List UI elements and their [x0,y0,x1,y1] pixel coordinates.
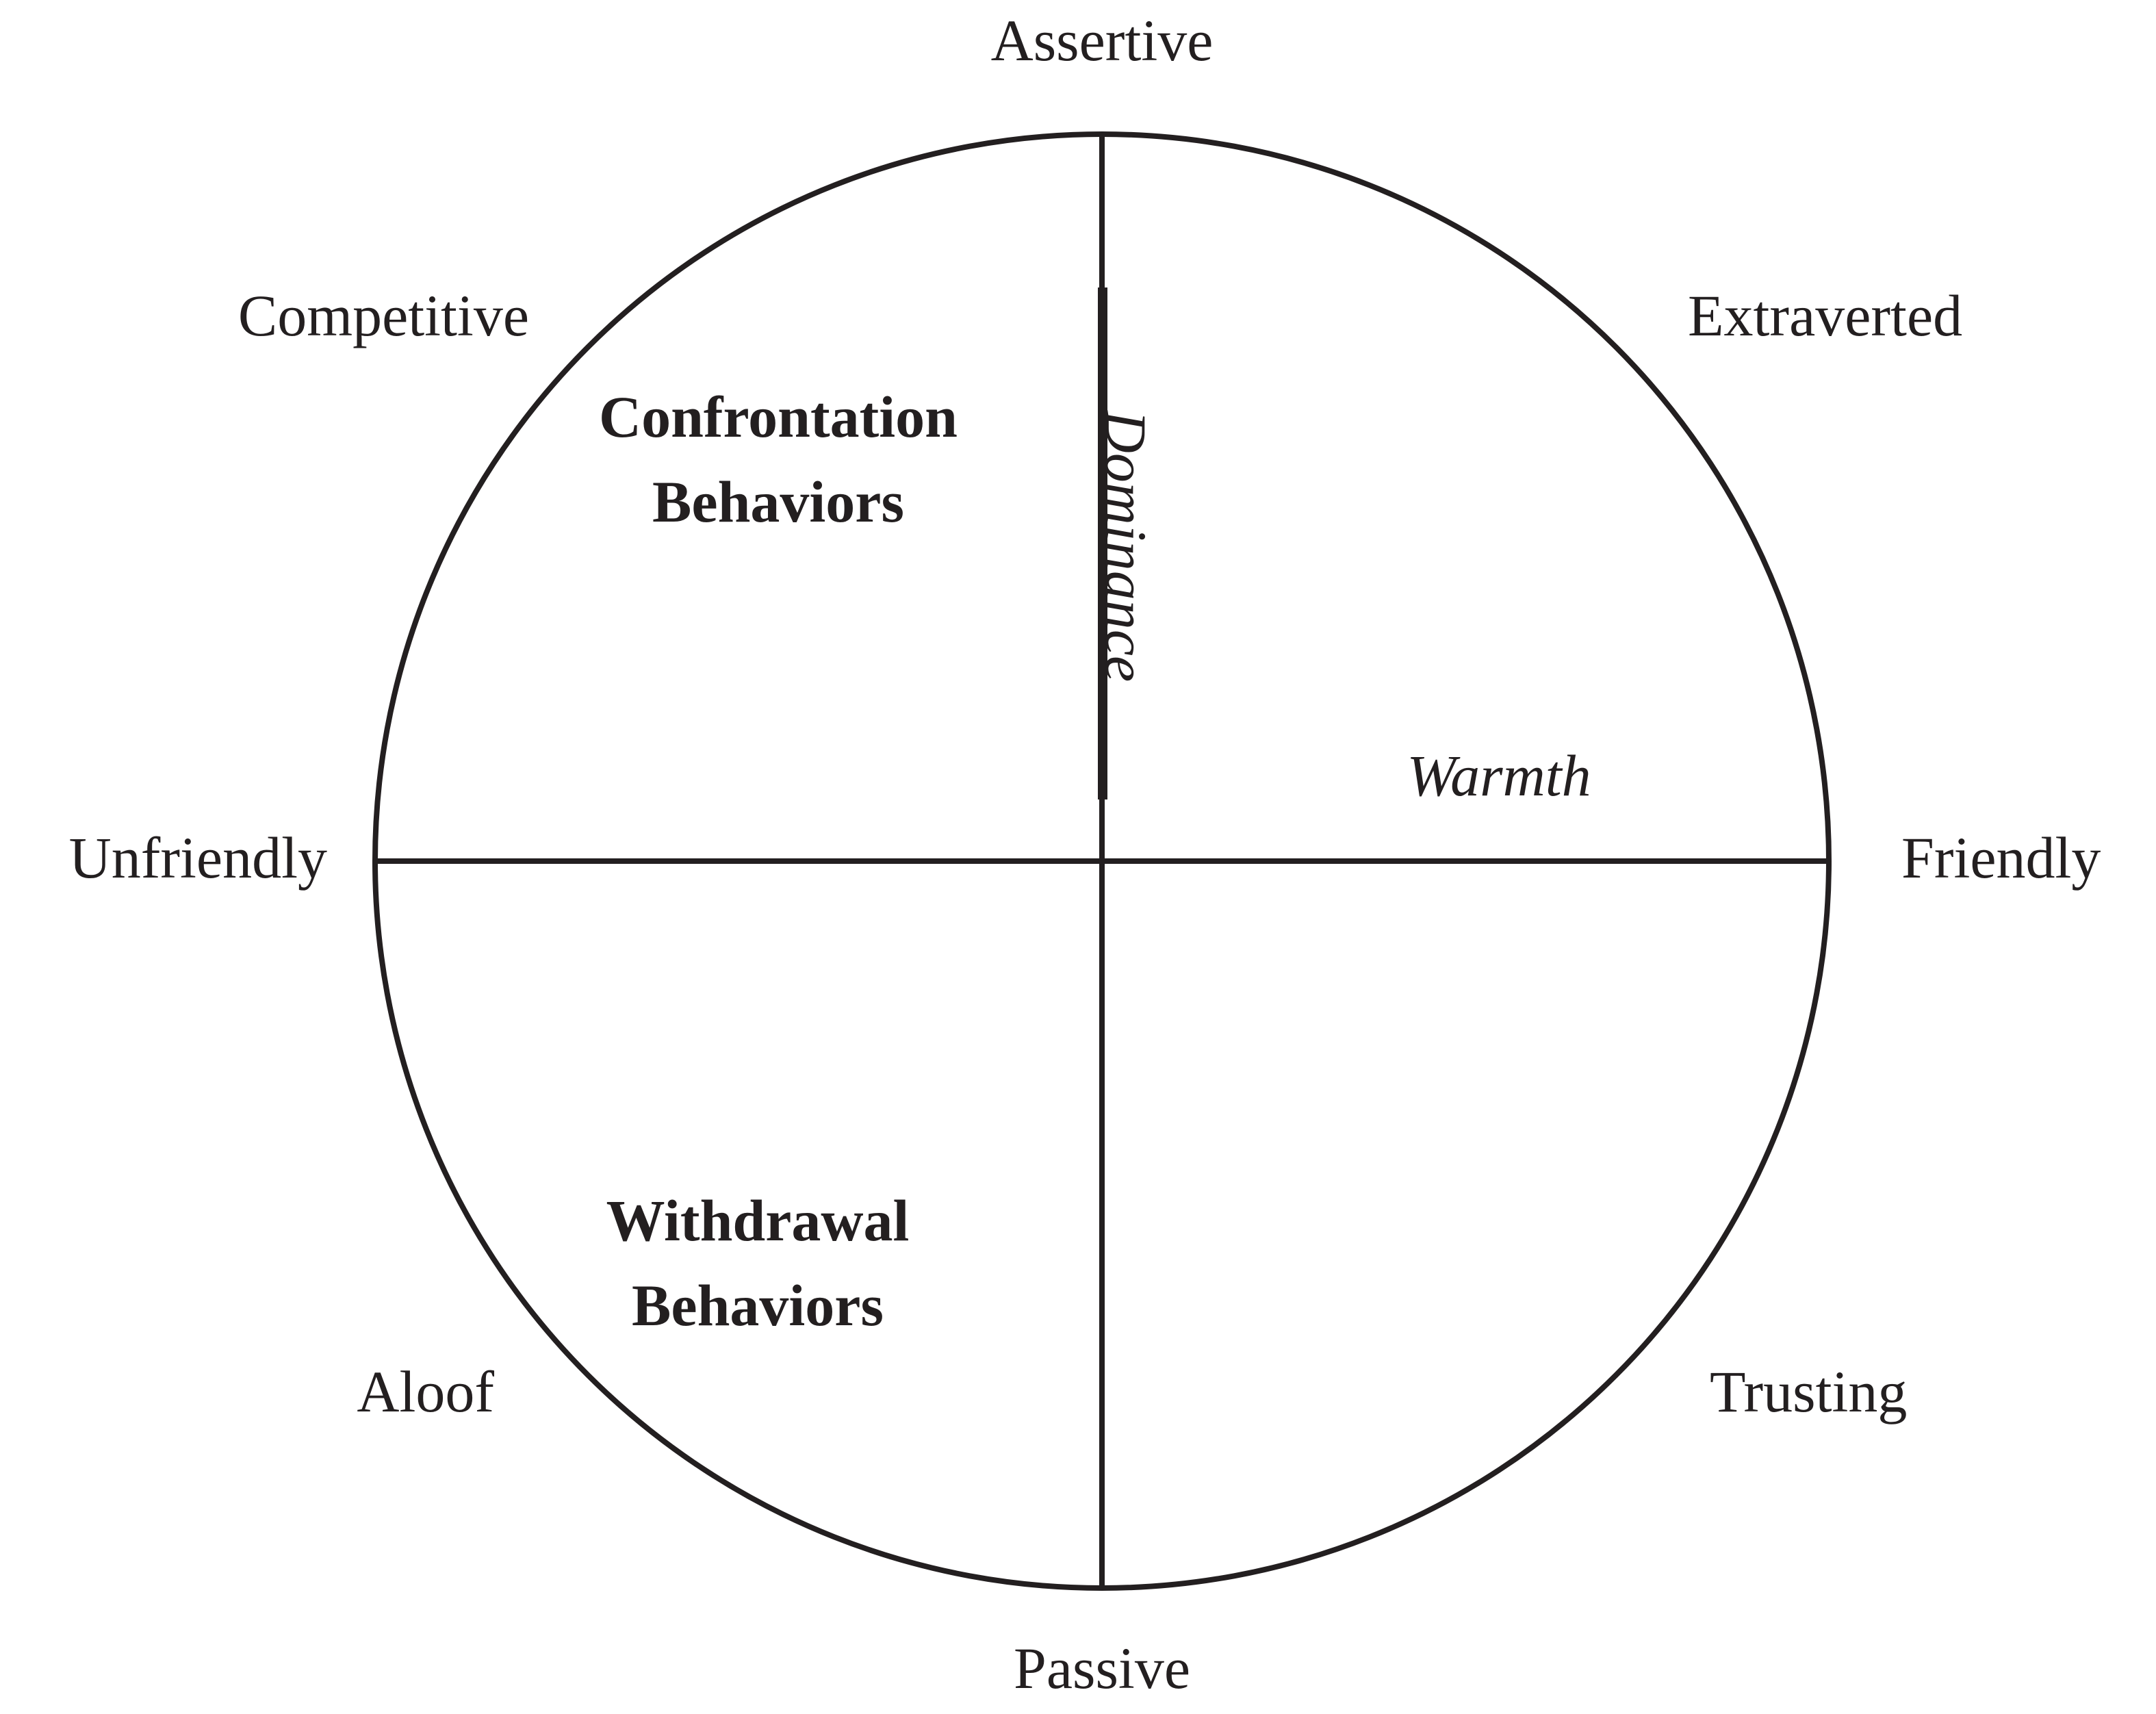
axis-label-warmth: Warmth [1407,743,1591,808]
pole-label-assertive: Assertive [991,8,1214,73]
quadrant-label-confrontation-line2: Behaviors [652,469,904,535]
quadrant-label-confrontation-line1: Confrontation [599,384,958,450]
axis-label-dominance: Dominance [1093,410,1159,682]
pole-label-friendly: Friendly [1901,825,2101,891]
pole-label-unfriendly: Unfriendly [69,825,327,891]
pole-label-trusting: Trusting [1710,1359,1907,1424]
quadrant-label-withdrawal-line2: Behaviors [632,1272,884,1338]
quadrant-label-withdrawal-line1: Withdrawal [606,1188,910,1253]
pole-label-competitive: Competitive [238,283,529,348]
pole-label-aloof: Aloof [357,1359,494,1424]
pole-label-extraverted: Extraverted [1688,283,1962,348]
pole-label-passive: Passive [1014,1635,1190,1701]
